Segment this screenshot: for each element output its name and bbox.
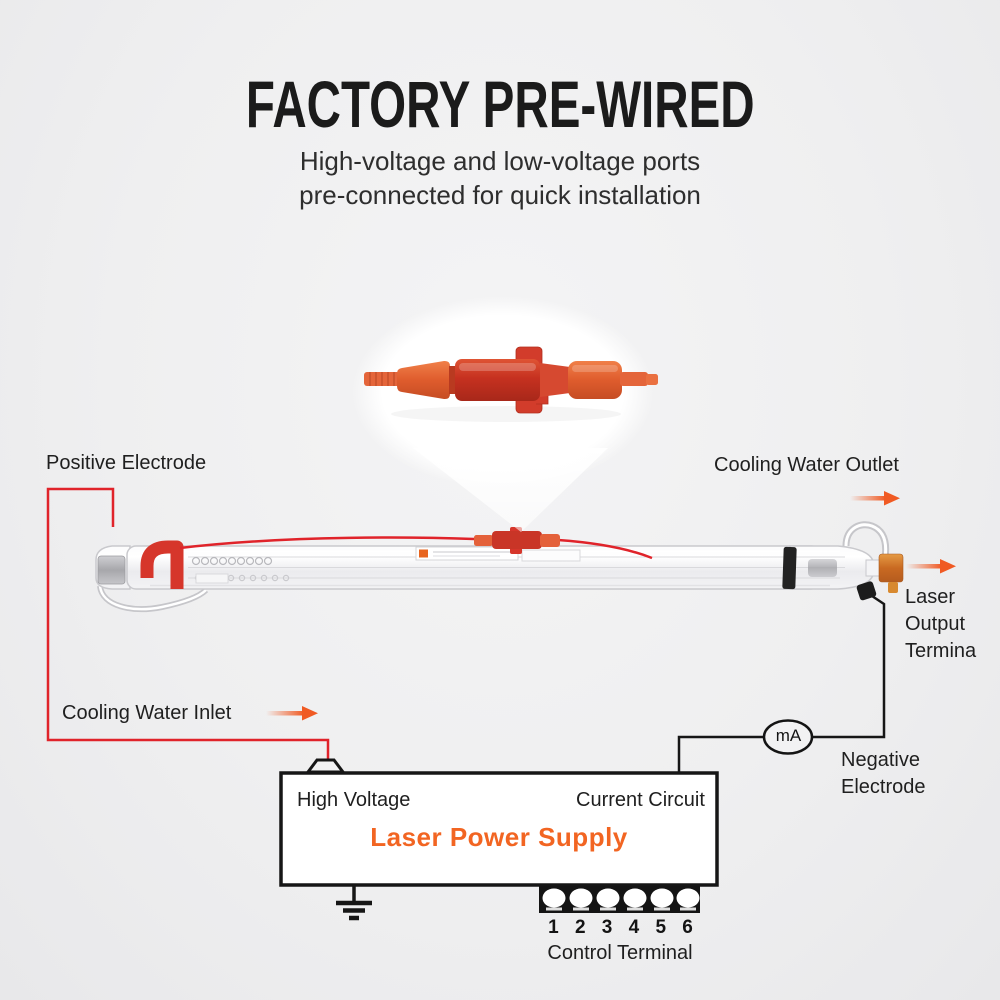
laser-tube-illustration [95, 521, 904, 613]
ma-meter [762, 719, 814, 755]
left-end-cap [97, 555, 126, 585]
tube-inline-connector [474, 527, 560, 554]
tube-black-band [782, 546, 797, 590]
terminal-number: 5 [655, 917, 667, 938]
label-control-terminal: Control Terminal [547, 942, 693, 964]
label-positive-electrode: Positive Electrode [46, 452, 207, 474]
psu-name: Laser Power Supply [370, 822, 628, 852]
power-supply-box [279, 758, 719, 887]
control-terminal-numbers: 1 2 3 4 5 6 [540, 917, 701, 939]
negative-electrode-clip [856, 581, 877, 601]
tube-hv-wire-right [557, 538, 653, 560]
ma-meter-label: mA [775, 726, 802, 745]
hv-connector-inset [364, 346, 658, 422]
positive-electrode-boot [140, 540, 184, 589]
positive-electrode-red-wire [46, 487, 330, 762]
cooling-inlet-arrow-icon [266, 706, 318, 721]
cooling-coil [191, 556, 273, 566]
tube-sticker-3 [195, 573, 229, 584]
laser-output-cap [878, 553, 904, 583]
page-subtitle-line1: High-voltage and low-voltage ports [299, 146, 701, 176]
negative-electrode-black-wire [677, 592, 886, 772]
tube-sticker-2 [521, 549, 581, 562]
terminal-number: 3 [601, 917, 613, 938]
label-laser-output-terminal: Laser Output Termina [905, 586, 977, 662]
terminal-number: 4 [628, 917, 640, 938]
psu-port-high-voltage: High Voltage [297, 789, 411, 811]
page-subtitle-line2: pre-connected for quick installation [299, 180, 701, 210]
page-title-text: FACTORY PRE-WIRED [245, 67, 755, 141]
psu-port-current-circuit: Current Circuit [576, 789, 705, 811]
terminal-number: 2 [574, 917, 586, 938]
cooling-outlet-arrow-icon [850, 491, 900, 506]
laser-output-arrow-icon [906, 559, 956, 574]
page-title: FACTORY PRE-WIRED [0, 66, 1000, 142]
high-voltage-port [305, 758, 346, 774]
ground-symbol-icon [336, 886, 372, 921]
terminal-number: 6 [682, 917, 693, 938]
label-cooling-water-inlet: Cooling Water Inlet [62, 702, 232, 724]
magnifier-inset [352, 296, 658, 532]
terminal-number: 1 [548, 917, 559, 938]
tube-hv-wire-left [179, 536, 475, 550]
label-negative-electrode: Negative Electrode [841, 749, 926, 798]
control-terminal-block [539, 886, 700, 913]
label-cooling-water-outlet: Cooling Water Outlet [714, 454, 899, 476]
